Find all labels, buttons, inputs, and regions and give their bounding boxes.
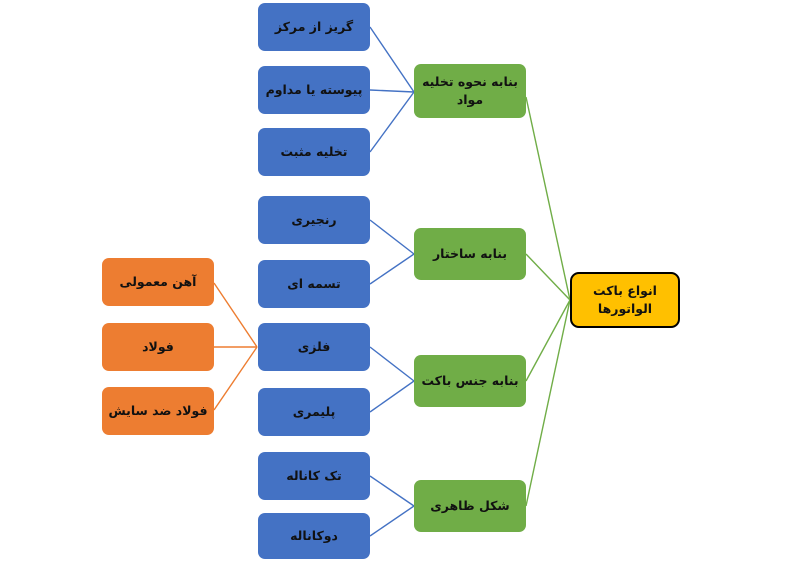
connector	[525, 299, 571, 507]
leaf-double-channel: دوکاناله	[258, 513, 370, 559]
leaf-centrifugal: گریز از مرکز	[258, 3, 370, 51]
connector	[369, 475, 415, 507]
leaf-belt-type: تسمه ای	[258, 260, 370, 308]
subtype-wear-resistant-steel: فولاد ضد سایش	[102, 387, 214, 435]
leaf-metal: فلزی	[258, 323, 370, 371]
connector	[369, 253, 415, 285]
subtype-ordinary-iron: آهن معمولی	[102, 258, 214, 306]
category-structure: بنابه ساختار	[414, 228, 526, 280]
leaf-continuous: پیوسته یا مداوم	[258, 66, 370, 114]
category-discharge-method: بنابه نحوه تخلیه مواد	[414, 64, 526, 118]
connector	[369, 346, 415, 382]
connector	[369, 219, 415, 255]
leaf-positive-discharge: تخلیه مثبت	[258, 128, 370, 176]
connector	[525, 253, 571, 301]
leaf-chain-type: رنجیری	[258, 196, 370, 244]
connector	[369, 89, 415, 93]
connector	[213, 282, 258, 348]
root-node-bucket-elevator-types: انواع باکت الواتورها	[570, 272, 680, 328]
connector	[525, 96, 571, 301]
connector	[525, 299, 571, 382]
category-appearance: شکل ظاهری	[414, 480, 526, 532]
category-bucket-material: بنابه جنس باکت	[414, 355, 526, 407]
connector	[369, 91, 415, 153]
leaf-single-channel: تک کاناله	[258, 452, 370, 500]
subtype-steel: فولاد	[102, 323, 214, 371]
connector	[369, 505, 415, 537]
leaf-polymer: پلیمری	[258, 388, 370, 436]
connector	[369, 380, 415, 413]
connector	[369, 26, 415, 93]
connector	[213, 346, 258, 411]
